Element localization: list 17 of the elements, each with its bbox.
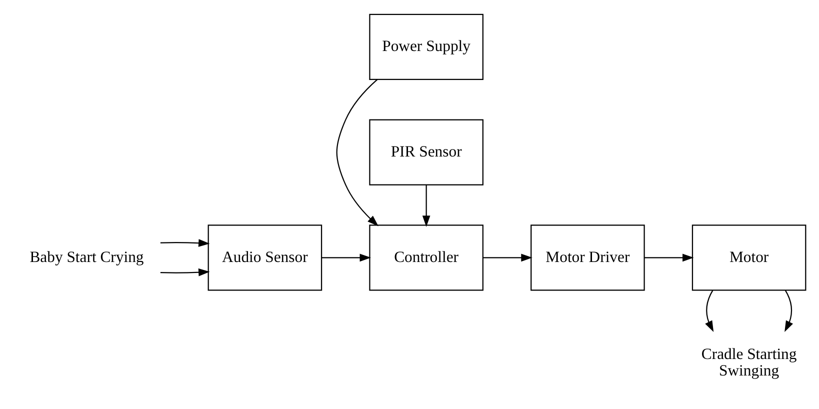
node-text: Cradle Starting Swinging <box>701 345 797 380</box>
node-text: Baby Start Crying <box>30 248 144 266</box>
node-box: Audio Sensor <box>208 224 322 290</box>
arrow <box>483 253 532 262</box>
node-box: Controller <box>369 224 484 290</box>
arrow <box>160 238 210 246</box>
arrow <box>336 78 378 226</box>
arrow <box>160 268 210 276</box>
arrow <box>784 290 794 332</box>
node-box: PIR Sensor <box>369 118 484 185</box>
arrow <box>705 290 714 332</box>
arrow <box>422 184 430 226</box>
arrow <box>644 253 694 262</box>
node-box: Motor <box>692 224 806 290</box>
node-box: Power Supply <box>369 13 484 80</box>
node-box: Motor Driver <box>530 224 645 290</box>
arrow <box>322 253 371 262</box>
